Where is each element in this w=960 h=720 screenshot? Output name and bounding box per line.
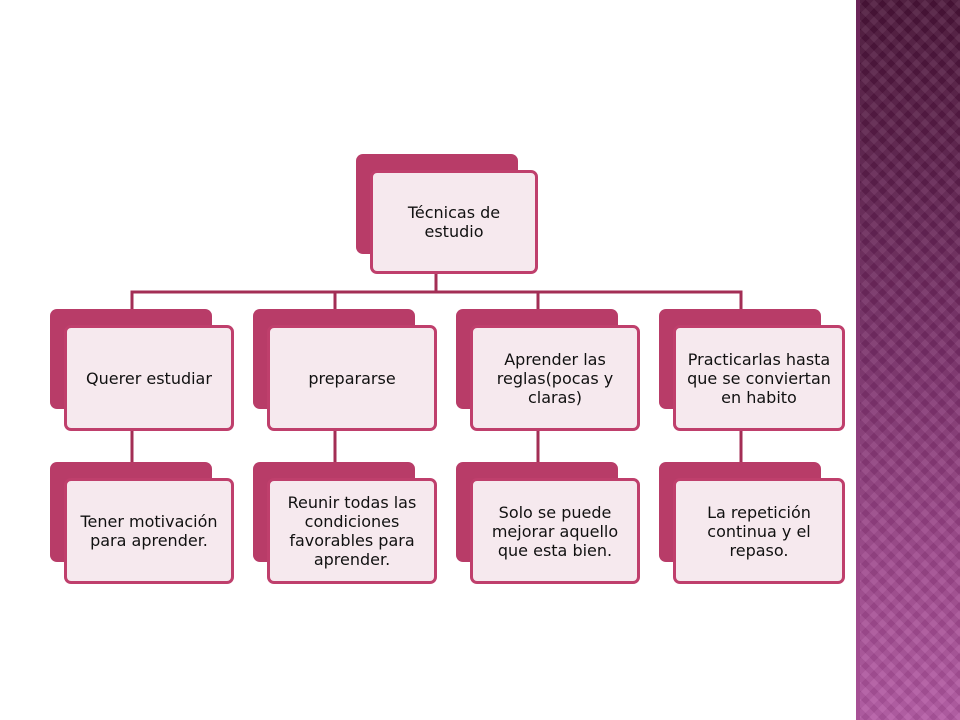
detail-node-2-label: Reunir todas las condiciones favorables … [287,493,417,569]
root-node: Técnicas de estudio [356,154,540,276]
branch-node-2: prepararse [253,309,437,431]
detail-node-3-label: Solo se puede mejorar aquello que esta b… [491,502,619,560]
detail-node-1: Tener motivación para aprender. [50,462,234,584]
branch-node-2-label: prepararse [308,368,396,388]
branch-node-1-box: Querer estudiar [64,325,234,431]
detail-node-4: La repetición continua y el repaso. [659,462,845,584]
detail-node-1-label: Tener motivación para aprender. [80,512,218,550]
detail-node-1-box: Tener motivación para aprender. [64,478,234,584]
branch-node-4-label: Practicarlas hasta que se conviertan en … [687,349,831,407]
branch-node-3-label: Aprender las reglas(pocas y claras) [496,349,614,407]
branch-node-4: Practicarlas hasta que se conviertan en … [659,309,845,431]
root-node-label: Técnicas de estudio [407,203,501,241]
root-node-box: Técnicas de estudio [370,170,538,274]
branch-node-4-box: Practicarlas hasta que se conviertan en … [673,325,845,431]
decorative-side-band [856,0,960,720]
branch-node-2-box: prepararse [267,325,437,431]
detail-node-3-box: Solo se puede mejorar aquello que esta b… [470,478,640,584]
detail-node-2-box: Reunir todas las condiciones favorables … [267,478,437,584]
detail-node-4-label: La repetición continua y el repaso. [707,502,811,560]
branch-node-3-box: Aprender las reglas(pocas y claras) [470,325,640,431]
detail-node-4-box: La repetición continua y el repaso. [673,478,845,584]
branch-node-1-label: Querer estudiar [86,368,212,388]
detail-node-2: Reunir todas las condiciones favorables … [253,462,437,584]
detail-node-3: Solo se puede mejorar aquello que esta b… [456,462,640,584]
branch-node-1: Querer estudiar [50,309,234,431]
branch-node-3: Aprender las reglas(pocas y claras) [456,309,640,431]
